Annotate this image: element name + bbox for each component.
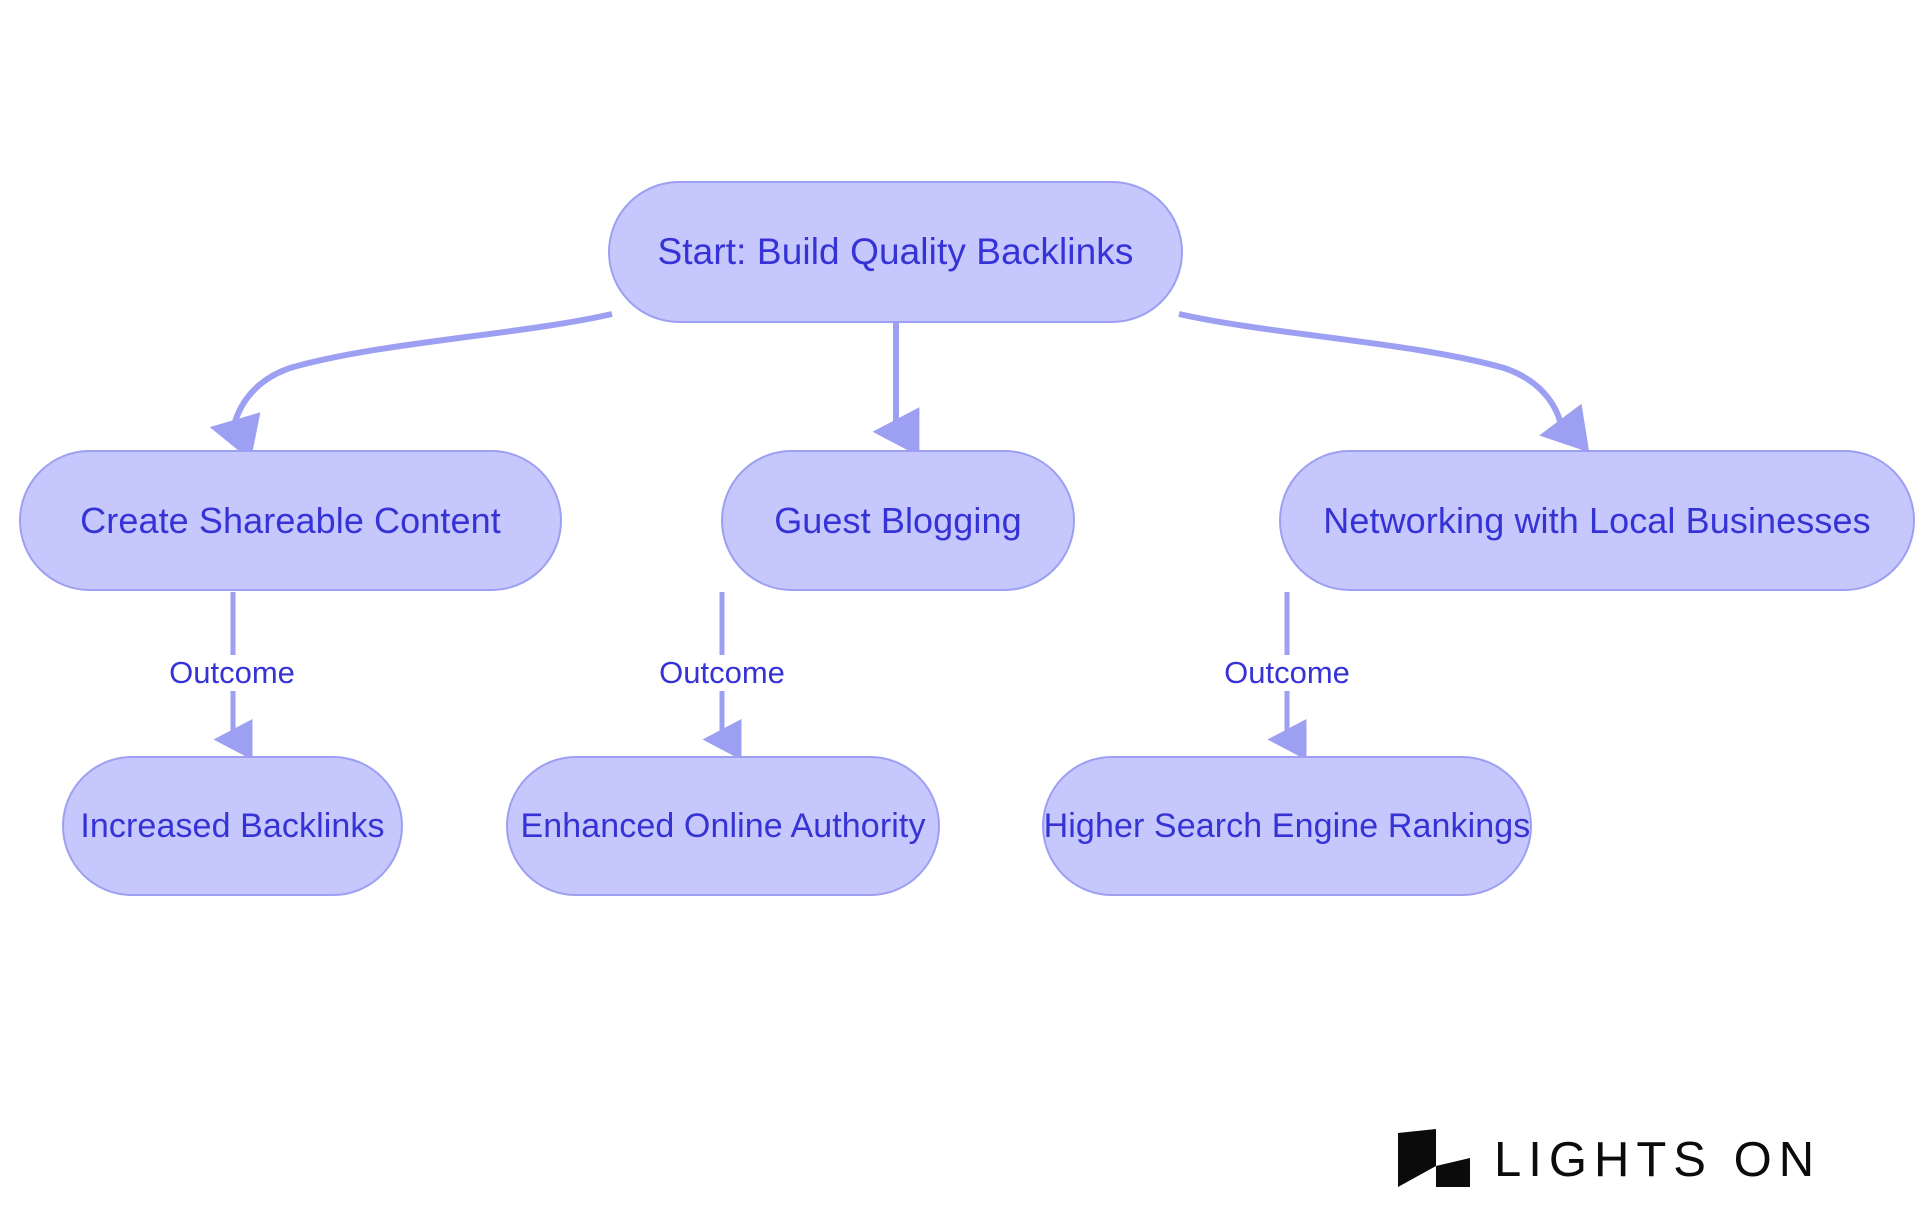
lights-on-logo-mark-icon (1398, 1129, 1470, 1187)
edge-label-outcome-right: Outcome (1218, 655, 1356, 691)
edge-label-outcome-center: Outcome (653, 655, 791, 691)
node-networking-with-local-businesses[interactable]: Networking with Local Businesses (1279, 450, 1915, 591)
node-label: Start: Build Quality Backlinks (657, 231, 1134, 272)
node-increased-backlinks[interactable]: Increased Backlinks (62, 756, 403, 896)
brand-logo: LIGHTS ON (1396, 1124, 1821, 1196)
node-label: Guest Blogging (774, 499, 1022, 541)
brand-wordmark: LIGHTS ON (1494, 1132, 1822, 1187)
node-label: Enhanced Online Authority (520, 806, 926, 845)
node-start-build-quality-backlinks[interactable]: Start: Build Quality Backlinks (608, 181, 1183, 323)
node-enhanced-online-authority[interactable]: Enhanced Online Authority (506, 756, 940, 896)
node-label: Networking with Local Businesses (1323, 499, 1871, 541)
node-label: Higher Search Engine Rankings (1043, 806, 1531, 845)
node-create-shareable-content[interactable]: Create Shareable Content (19, 450, 562, 591)
node-label: Increased Backlinks (80, 806, 385, 845)
edge-start-to-networking (1178, 311, 1590, 453)
edge-start-to-create-content (209, 311, 613, 461)
node-higher-search-engine-rankings[interactable]: Higher Search Engine Rankings (1042, 756, 1532, 896)
node-label: Create Shareable Content (80, 499, 501, 541)
edge-label-outcome-left: Outcome (163, 655, 301, 691)
node-guest-blogging[interactable]: Guest Blogging (721, 450, 1075, 591)
